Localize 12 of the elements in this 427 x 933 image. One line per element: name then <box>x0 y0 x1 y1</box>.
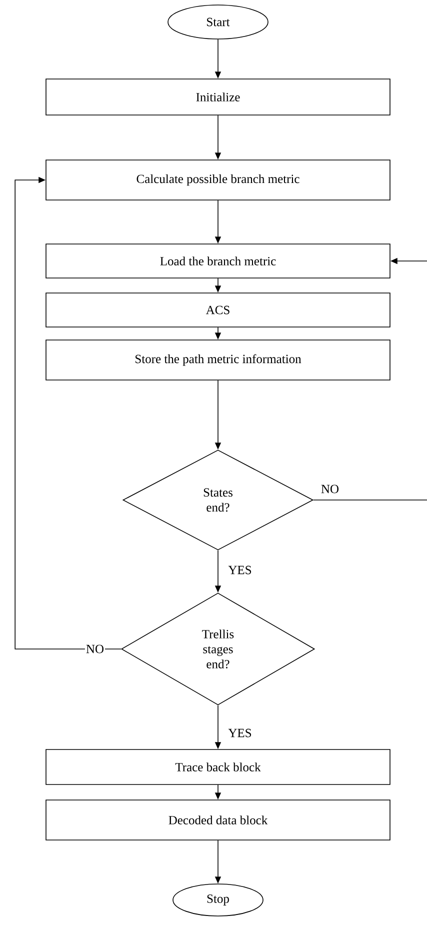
terminal-oval: Start <box>168 4 268 40</box>
process-box: Calculate possible branch metric <box>46 160 390 200</box>
terminal-oval: Stop <box>172 884 264 916</box>
edge-label: YES <box>227 564 253 576</box>
edge-label: YES <box>227 728 253 738</box>
process-box: Store the path metric information <box>46 340 390 380</box>
process-box: Trace back block <box>46 749 390 785</box>
arrow <box>14 176 122 650</box>
process-box: Load the branch metric <box>46 244 390 278</box>
process-box: Initialize <box>46 78 390 116</box>
process-box: ACS <box>46 292 390 328</box>
process-box: Decoded data block <box>46 800 390 840</box>
